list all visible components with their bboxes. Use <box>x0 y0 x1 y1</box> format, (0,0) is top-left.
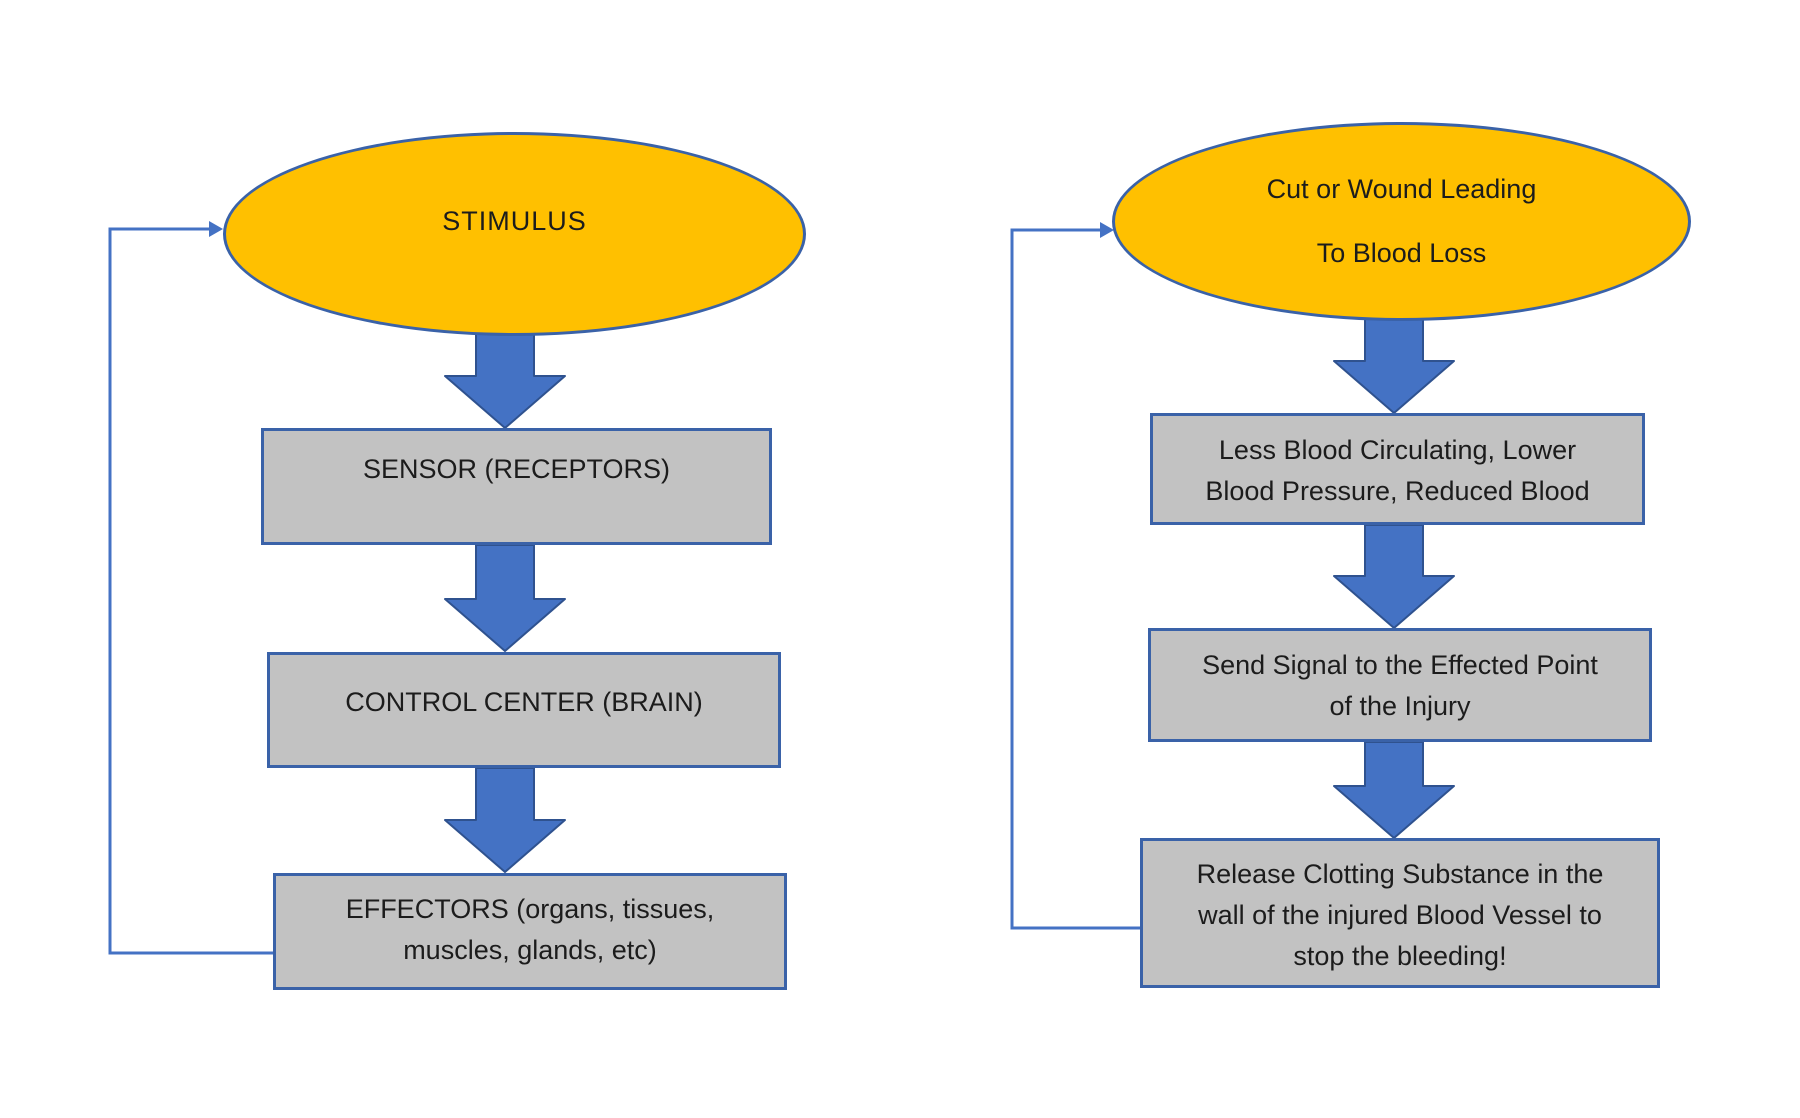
send-signal-box-line: of the Injury <box>1329 691 1471 721</box>
sensor-box-label: SENSOR (RECEPTORS) <box>362 454 671 484</box>
connector-arrowhead-icon <box>209 221 223 237</box>
connector-arrowhead-icon <box>1100 222 1114 238</box>
effectors-box-line: EFFECTORS (organs, tissues, <box>345 894 715 924</box>
less-blood-box-line: Blood Pressure, Reduced Blood <box>1205 476 1590 506</box>
down-arrow-icon <box>444 544 566 652</box>
sensor-box: SENSOR (RECEPTORS) <box>261 428 772 545</box>
cut-wound-label-line: To Blood Loss <box>1316 238 1487 268</box>
down-arrow-icon <box>1333 312 1455 414</box>
cut-wound-ellipse: Cut or Wound Leading To Blood Loss <box>1112 122 1691 321</box>
effectors-box-line: muscles, glands, etc) <box>403 935 657 965</box>
down-arrow-icon <box>1333 524 1455 629</box>
send-signal-box-line: Send Signal to the Effected Point <box>1202 650 1598 680</box>
feedback-connector <box>1010 222 1140 930</box>
release-clotting-box-line: stop the bleeding! <box>1293 941 1507 971</box>
less-blood-box-line: Less Blood Circulating, Lower <box>1218 435 1577 465</box>
less-blood-box: Less Blood Circulating, Lower Blood Pres… <box>1150 413 1645 525</box>
release-clotting-box-line: wall of the injured Blood Vessel to <box>1198 900 1602 930</box>
feedback-connector <box>108 221 273 955</box>
release-clotting-box: Release Clotting Substance in the wall o… <box>1140 838 1660 988</box>
effectors-box: EFFECTORS (organs, tissues, muscles, gla… <box>273 873 787 990</box>
down-arrow-icon <box>444 767 566 873</box>
control-center-box: CONTROL CENTER (BRAIN) <box>267 652 781 768</box>
down-arrow-icon <box>444 321 566 429</box>
release-clotting-box-line: Release Clotting Substance in the <box>1196 859 1604 889</box>
stimulus-label: STIMULUS <box>442 205 587 236</box>
cut-wound-label-line: Cut or Wound Leading <box>1266 174 1537 204</box>
down-arrow-icon <box>1333 741 1455 839</box>
send-signal-box: Send Signal to the Effected Point of the… <box>1148 628 1652 742</box>
control-center-box-label: CONTROL CENTER (BRAIN) <box>345 687 703 717</box>
stimulus-ellipse: STIMULUS <box>223 132 806 336</box>
